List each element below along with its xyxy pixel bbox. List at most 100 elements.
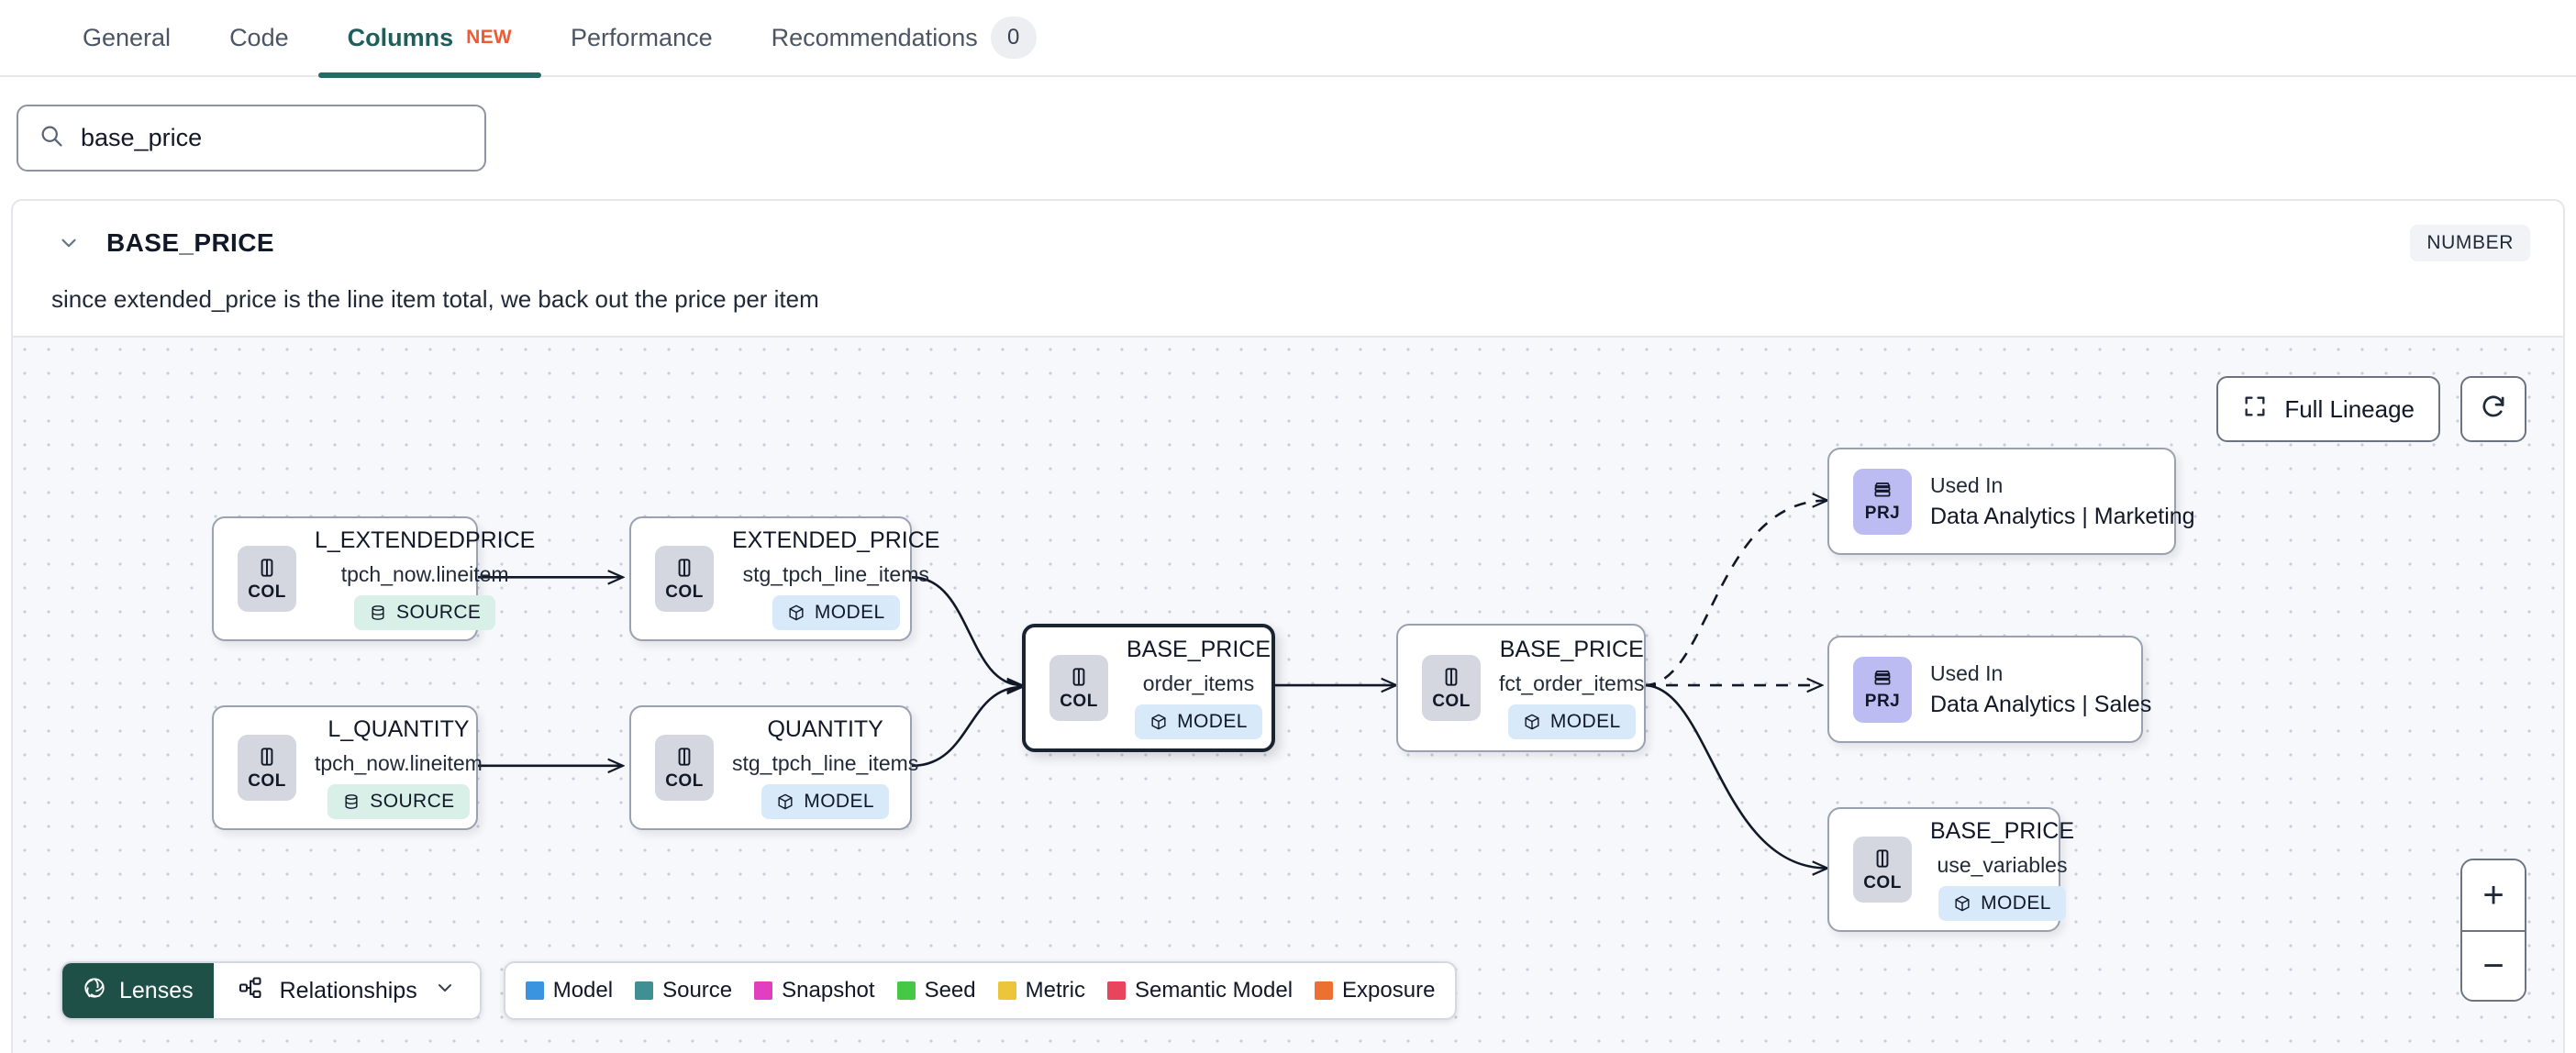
aperture-icon [83,976,106,1006]
node-subtitle: fct_order_items [1499,671,1645,695]
legend-item-snapshot: Snapshot [754,978,875,1003]
chevron-down-icon[interactable] [57,231,81,255]
lineage-node-base-price-order-items[interactable]: COL BASE_PRICE order_items MODEL [1022,624,1275,752]
node-tag-model: MODEL [761,784,889,819]
node-tag-label: MODEL [1549,711,1621,732]
node-subtitle: tpch_now.lineitem [315,751,483,775]
full-lineage-label: Full Lineage [2284,394,2415,423]
tab-code[interactable]: Code [200,0,318,76]
expand-corners-icon [2242,393,2268,426]
full-lineage-button[interactable]: Full Lineage [2216,376,2440,442]
lineage-node-base-price-fct-order-items[interactable]: COL BASE_PRICE fct_order_items MODEL [1396,624,1646,752]
lineage-canvas[interactable]: COL L_EXTENDEDPRICE tpch_now.lineitem SO… [13,336,2563,1053]
node-tag-model: MODEL [1938,886,2066,921]
recommendations-count-badge: 0 [990,17,1037,59]
search-box[interactable] [17,105,486,172]
project-icon-label: PRJ [1864,692,1901,711]
node-title: L_QUANTITY [328,716,470,742]
canvas-top-controls: Full Lineage [2216,376,2526,442]
lineage-node-extended-price[interactable]: COL EXTENDED_PRICE stg_tpch_line_items M… [629,516,939,641]
node-subtitle: stg_tpch_line_items [732,751,919,775]
col-icon: COL [655,735,714,801]
tab-code-label: Code [229,23,289,51]
node-tag-label: MODEL [804,791,874,812]
legend-swatch [635,981,654,1000]
legend-item-source: Source [635,978,732,1003]
tab-performance[interactable]: Performance [541,0,742,76]
canvas-bottom-toolbar: Lenses Relationships [61,961,1458,1020]
relationships-icon [238,975,263,1007]
zoom-in-button[interactable]: + [2462,860,2525,930]
lineage-node-project-sales[interactable]: PRJ Used In Data Analytics | Sales [1827,636,2151,743]
zoom-out-button[interactable]: − [2462,930,2525,1000]
lineage-node-base-price-use-variables[interactable]: COL BASE_PRICE use_variables MODEL [1827,807,2074,932]
column-header[interactable]: BASE_PRICE NUMBER [13,201,2563,261]
node-tag-label: MODEL [814,602,885,623]
column-description: since extended_price is the line item to… [51,285,819,313]
legend-label: Semantic Model [1134,978,1294,1003]
legend-item-model: Model [525,978,613,1003]
node-title: L_EXTENDEDPRICE [315,527,536,553]
col-icon: COL [238,546,296,612]
legend-label: Source [662,978,733,1003]
project-icon: PRJ [1853,468,1912,535]
legend-label: Metric [1025,978,1085,1003]
node-subtitle: order_items [1142,671,1255,695]
tab-recommendations[interactable]: Recommendations 0 [742,0,1066,76]
lenses-label: Lenses [119,977,194,1003]
legend-item-semantic-model: Semantic Model [1106,978,1294,1003]
legend-label: Seed [924,978,976,1003]
lineage-legend: Model Source Snapshot Seed Metric [503,961,1458,1020]
column-panel: BASE_PRICE NUMBER since extended_price i… [11,199,2565,1053]
lineage-edges [476,338,2563,1053]
cube-icon [1149,713,1168,731]
node-tag-label: MODEL [1177,711,1248,732]
col-icon: COL [1853,837,1912,903]
tab-columns[interactable]: Columns NEW [317,0,542,78]
node-tag-label: SOURCE [396,602,482,623]
col-icon: COL [238,735,296,801]
legend-label: Snapshot [782,978,875,1003]
node-tag-model: MODEL [1135,704,1262,739]
legend-swatch [525,981,544,1000]
column-type-badge: NUMBER [2410,225,2530,261]
node-title: BASE_PRICE [1499,637,1644,662]
col-icon-label: COL [665,770,704,791]
node-subtitle: tpch_now.lineitem [340,562,509,586]
node-title: EXTENDED_PRICE [732,527,940,553]
col-icon: COL [1422,655,1481,721]
lineage-node-l-extendedprice[interactable]: COL L_EXTENDEDPRICE tpch_now.lineitem SO… [212,516,535,641]
col-icon-label: COL [665,582,704,602]
project-icon-label: PRJ [1864,504,1901,523]
tab-bar: General Code Columns NEW Performance Rec… [0,0,2576,78]
legend-item-seed: Seed [896,978,976,1003]
lineage-node-project-marketing[interactable]: PRJ Used In Data Analytics | Marketing [1827,448,2195,555]
relationships-label: Relationships [279,977,417,1003]
search-input[interactable] [81,124,464,152]
lenses-group: Lenses Relationships [61,961,482,1020]
tab-general[interactable]: General [53,0,200,76]
node-project-name: Data Analytics | Sales [1930,691,2152,717]
lineage-node-l-quantity[interactable]: COL L_QUANTITY tpch_now.lineitem SOURCE [212,705,483,830]
tab-general-label: General [83,23,172,51]
node-tag-model: MODEL [772,595,900,630]
node-tag-source: SOURCE [354,595,496,630]
node-title: BASE_PRICE [1930,818,2075,844]
legend-item-metric: Metric [997,978,1085,1003]
lenses-button[interactable]: Lenses [62,963,214,1018]
col-icon-label: COL [248,770,286,791]
refresh-icon [2479,392,2508,427]
col-icon: COL [1049,655,1108,721]
search-area [0,77,2576,172]
cube-icon [776,793,794,811]
tab-performance-label: Performance [571,23,713,51]
chevron-down-icon [434,977,456,1005]
legend-item-exposure: Exposure [1315,978,1435,1003]
page-title: BASE_PRICE [106,228,274,257]
refresh-button[interactable] [2460,376,2526,442]
legend-swatch [896,981,916,1000]
lineage-node-quantity[interactable]: COL QUANTITY stg_tpch_line_items MODEL [629,705,918,830]
relationships-dropdown[interactable]: Relationships [213,963,480,1018]
col-icon-label: COL [248,582,286,602]
tab-new-badge: NEW [466,27,513,48]
